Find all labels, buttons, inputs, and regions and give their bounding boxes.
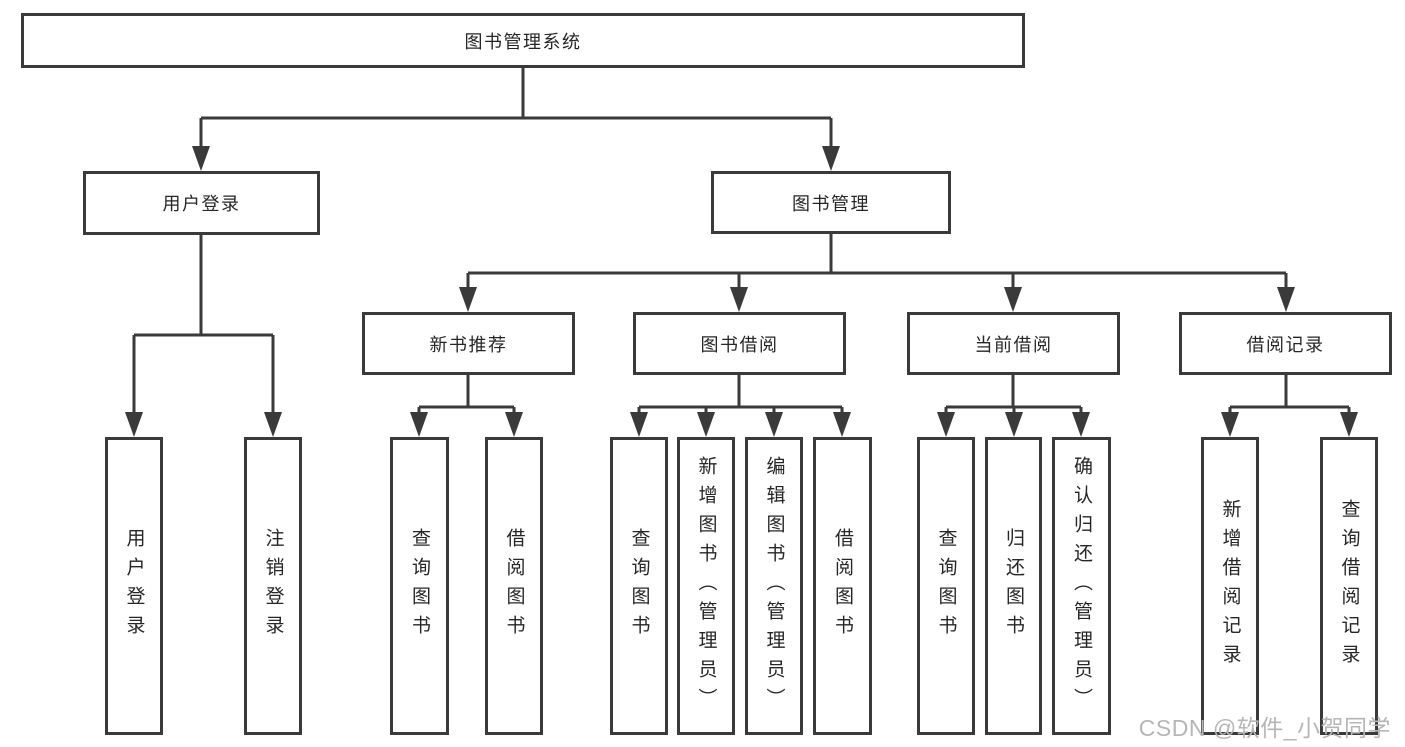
node-label-br-add: 新增借阅记录: [1219, 499, 1241, 673]
arrowhead-icon: [264, 412, 282, 437]
node-cb-return: 归还图书: [985, 437, 1042, 735]
arrowhead-icon: [1221, 412, 1239, 437]
node-root: 图书管理系统: [21, 13, 1025, 68]
node-current-borrow: 当前借阅: [907, 312, 1120, 375]
node-bb-add: 新增图书（管理员）: [677, 437, 735, 735]
node-label-cb-return: 归还图书: [1003, 528, 1024, 644]
arrowhead-icon: [765, 412, 783, 437]
node-label-borrow-records: 借阅记录: [1246, 334, 1325, 355]
node-login: 用户登录: [105, 437, 163, 735]
node-label-bb-borrow: 借阅图书: [832, 528, 853, 644]
node-label-br-query: 查询借阅记录: [1338, 499, 1360, 673]
node-new-book-rec: 新书推荐: [362, 312, 575, 375]
arrowhead-icon: [1004, 287, 1022, 312]
node-label-cb-query: 查询图书: [935, 528, 957, 644]
node-label-root: 图书管理系统: [464, 31, 582, 52]
node-label-book-mgmt: 图书管理: [792, 193, 870, 214]
node-label-new-book-rec: 新书推荐: [429, 334, 508, 355]
node-label-nb-query: 查询图书: [409, 528, 430, 644]
node-label-bb-add: 新增图书（管理员）: [695, 455, 717, 717]
node-nb-query: 查询图书: [390, 437, 449, 735]
arrowhead-icon: [697, 412, 715, 437]
node-label-nb-borrow: 借阅图书: [503, 528, 525, 644]
arrowhead-icon: [1005, 412, 1023, 437]
arrowhead-icon: [937, 412, 955, 437]
node-label-login: 用户登录: [123, 528, 145, 644]
node-logout: 注销登录: [244, 437, 302, 735]
node-label-current-borrow: 当前借阅: [974, 334, 1053, 355]
arrowhead-icon: [459, 287, 477, 312]
node-cb-confirm: 确认归还（管理员）: [1052, 437, 1111, 735]
arrowhead-icon: [192, 146, 210, 171]
arrowhead-icon: [125, 412, 143, 437]
node-bb-query: 查询图书: [610, 437, 668, 735]
node-br-query: 查询借阅记录: [1320, 437, 1378, 735]
node-cb-query: 查询图书: [917, 437, 975, 735]
node-label-user-login: 用户登录: [162, 194, 241, 214]
arrowhead-icon: [833, 412, 851, 437]
node-label-bb-edit: 编辑图书（管理员）: [763, 455, 785, 717]
node-br-add: 新增借阅记录: [1201, 437, 1259, 735]
node-book-mgmt: 图书管理: [711, 171, 951, 234]
node-label-bb-query: 查询图书: [628, 528, 650, 644]
node-bb-edit: 编辑图书（管理员）: [745, 437, 803, 735]
arrowhead-icon: [1277, 287, 1295, 312]
arrowhead-icon: [1072, 412, 1090, 437]
node-book-borrow: 图书借阅: [633, 312, 846, 375]
arrowhead-icon: [505, 412, 523, 437]
arrowhead-icon: [410, 412, 428, 437]
node-label-cb-confirm: 确认归还（管理员）: [1071, 455, 1092, 717]
node-label-book-borrow: 图书借阅: [700, 334, 779, 355]
node-borrow-records: 借阅记录: [1179, 312, 1392, 375]
arrowhead-icon: [630, 412, 648, 437]
node-label-logout: 注销登录: [262, 528, 284, 644]
node-user-login: 用户登录: [83, 171, 320, 235]
arrowhead-icon: [730, 287, 748, 312]
node-bb-borrow: 借阅图书: [813, 437, 872, 735]
arrowhead-icon: [822, 146, 840, 171]
node-nb-borrow: 借阅图书: [485, 437, 543, 735]
arrowhead-icon: [1340, 412, 1358, 437]
